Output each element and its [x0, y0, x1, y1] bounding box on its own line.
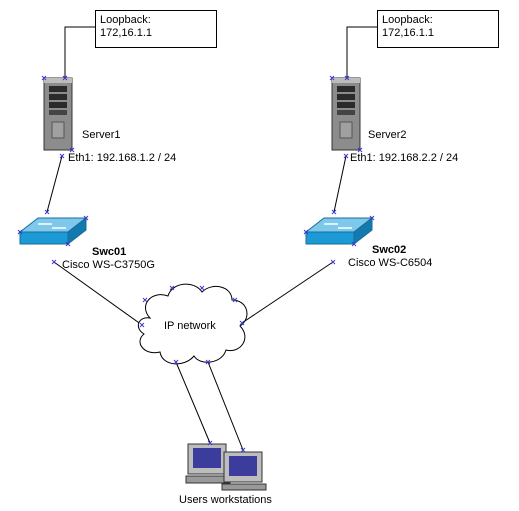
loopback1-title: Loopback:	[100, 14, 151, 26]
ip-network-cloud	[137, 283, 248, 365]
server2-icon	[331, 77, 361, 151]
connector-marker	[62, 75, 68, 81]
connector-marker	[69, 147, 75, 153]
server1-icon	[43, 77, 73, 151]
swc02-switch-icon	[304, 216, 374, 246]
connector-marker	[344, 75, 350, 81]
connector-marker	[205, 359, 211, 365]
connector-marker	[329, 75, 335, 81]
connector-marker	[239, 320, 245, 326]
workstations-icon	[185, 443, 267, 491]
connector-marker	[59, 153, 65, 159]
connector-marker	[240, 447, 246, 453]
link-cloud-ws2	[207, 361, 244, 451]
connector-marker	[173, 359, 179, 365]
connector-marker	[41, 75, 47, 81]
server2-name: Server2	[368, 129, 407, 141]
loopback1-box: Loopback: 172,16.1.1	[95, 10, 217, 48]
swc01-name: Swc01	[92, 246, 127, 258]
server2-interface: Eth1: 192.168.2.2 / 24	[350, 152, 459, 164]
link-cloud-ws1	[175, 361, 211, 444]
swc02-name: Swc02	[372, 244, 407, 256]
connector-marker	[330, 259, 336, 265]
connector-marker	[139, 322, 145, 328]
connector-marker	[207, 440, 213, 446]
connector-marker	[51, 259, 57, 265]
connector-marker	[303, 229, 309, 235]
connector-marker	[343, 153, 349, 159]
connector-marker	[83, 215, 89, 221]
connector-marker	[142, 297, 148, 303]
workstations-label: Users workstations	[179, 494, 272, 506]
link-swc01-cloud	[53, 261, 143, 326]
loopback1-ip: 172,16.1.1	[100, 27, 152, 39]
connector-marker	[357, 147, 363, 153]
connector-marker	[65, 241, 71, 247]
swc02-model: Cisco WS-C6504	[348, 257, 433, 269]
connector-marker	[169, 285, 175, 291]
cloud-label: IP network	[164, 320, 216, 332]
loopback2-title: Loopback:	[382, 14, 433, 26]
link-server2-swc02	[333, 155, 347, 213]
connector-marker	[232, 297, 238, 303]
loopback1-callout-line	[64, 26, 95, 78]
connector-marker	[17, 229, 23, 235]
connector-marker	[44, 209, 50, 215]
swc01-switch-icon	[18, 216, 88, 246]
connector-marker	[351, 241, 357, 247]
link-server1-swc01	[46, 155, 63, 213]
loopback2-box: Loopback: 172,16.1.1	[377, 10, 499, 48]
connector-marker	[331, 209, 337, 215]
link-swc02-cloud	[241, 261, 334, 324]
server1-name: Server1	[82, 129, 121, 141]
loopback2-callout-line	[346, 26, 377, 78]
connector-marker	[369, 215, 375, 221]
connector-marker	[199, 285, 205, 291]
swc01-model: Cisco WS-C3750G	[62, 259, 155, 271]
server1-interface: Eth1: 192.168.1.2 / 24	[68, 152, 177, 164]
loopback2-ip: 172,16.1.1	[382, 27, 434, 39]
